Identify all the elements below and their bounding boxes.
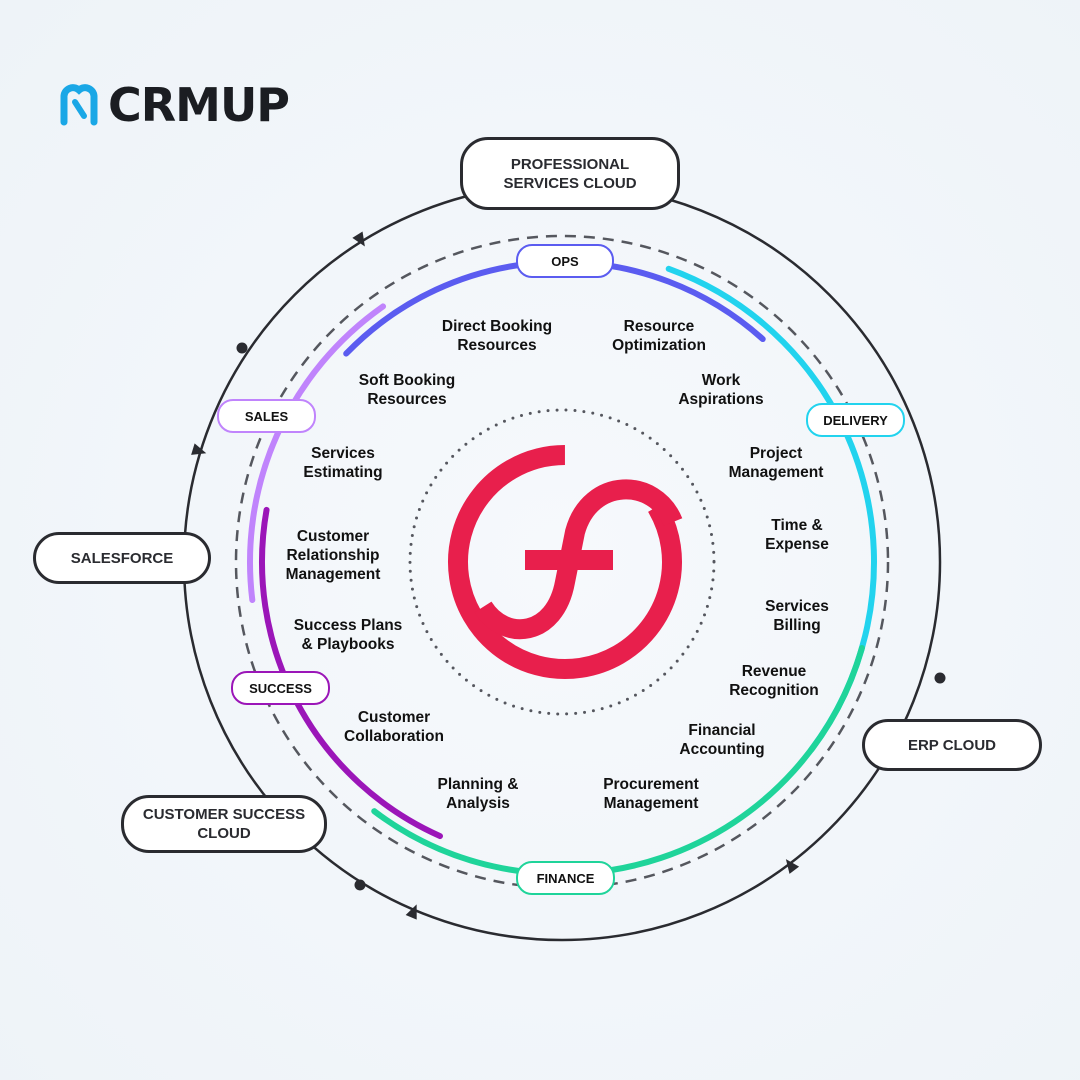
stage-arc	[371, 644, 865, 877]
cloud-label: PROFESSIONAL SERVICES CLOUD	[503, 155, 637, 192]
capability-label: Revenue Recognition	[729, 663, 819, 699]
stage-label: SALES	[244, 408, 289, 424]
capability-label: Procurement Management	[603, 776, 699, 812]
arrowhead-icon	[352, 231, 365, 247]
cloud-label: SALESFORCE	[70, 549, 174, 567]
connector-dot	[354, 879, 366, 891]
cloud-professional-services[interactable]: PROFESSIONAL SERVICES CLOUD	[460, 137, 680, 210]
stage-sales[interactable]: SALES	[217, 399, 316, 433]
arrowhead-icon	[785, 859, 800, 874]
stage-label: FINANCE	[536, 870, 595, 886]
stage-ops[interactable]: OPS	[516, 244, 614, 278]
capability-label: Soft Booking Resources	[358, 372, 456, 408]
capability-label: Work Aspirations	[678, 372, 764, 408]
crmup-logo: CRMUP	[56, 78, 290, 132]
cloud-customer-success[interactable]: CUSTOMER SUCCESS CLOUD	[121, 795, 327, 853]
connector-dot	[934, 672, 946, 684]
logo-text: CRMUP	[108, 78, 290, 132]
capability-label: Services Estimating	[303, 445, 383, 481]
capability-label: Financial Accounting	[679, 722, 765, 758]
capability-label: Project Management	[728, 445, 824, 481]
cloud-salesforce[interactable]: SALESFORCE	[33, 532, 211, 584]
dotted-inner-circle	[408, 408, 716, 716]
financialforce-logo	[448, 445, 683, 679]
capability-label: Direct Booking Resources	[441, 318, 553, 354]
capability-label: Time & Expense	[765, 517, 829, 553]
capability-label: Resource Optimization	[612, 318, 706, 354]
cloud-label: CUSTOMER SUCCESS CLOUD	[142, 806, 306, 842]
cloud-label: ERP CLOUD	[907, 736, 997, 754]
arrowhead-icon	[191, 443, 207, 455]
stage-arc	[247, 303, 387, 604]
crmup-logo-icon	[60, 84, 98, 126]
capability-label: Customer Collaboration	[344, 709, 444, 745]
capability-label: Services Billing	[765, 598, 829, 634]
dashed-circle	[234, 234, 890, 890]
arrowhead-icon	[405, 904, 417, 920]
stage-delivery[interactable]: DELIVERY	[806, 403, 905, 437]
capability-label: Customer Relationship Management	[285, 528, 381, 583]
stage-label: DELIVERY	[823, 412, 888, 428]
capability-label: Planning & Analysis	[437, 776, 519, 812]
stage-label: SUCCESS	[249, 680, 312, 696]
stage-success[interactable]: SUCCESS	[231, 671, 330, 705]
stage-label: OPS	[551, 253, 579, 269]
cloud-erp[interactable]: ERP CLOUD	[862, 719, 1042, 771]
stage-finance[interactable]: FINANCE	[516, 861, 615, 895]
capability-label: Success Plans & Playbooks	[293, 617, 403, 653]
connector-dot	[236, 342, 248, 354]
